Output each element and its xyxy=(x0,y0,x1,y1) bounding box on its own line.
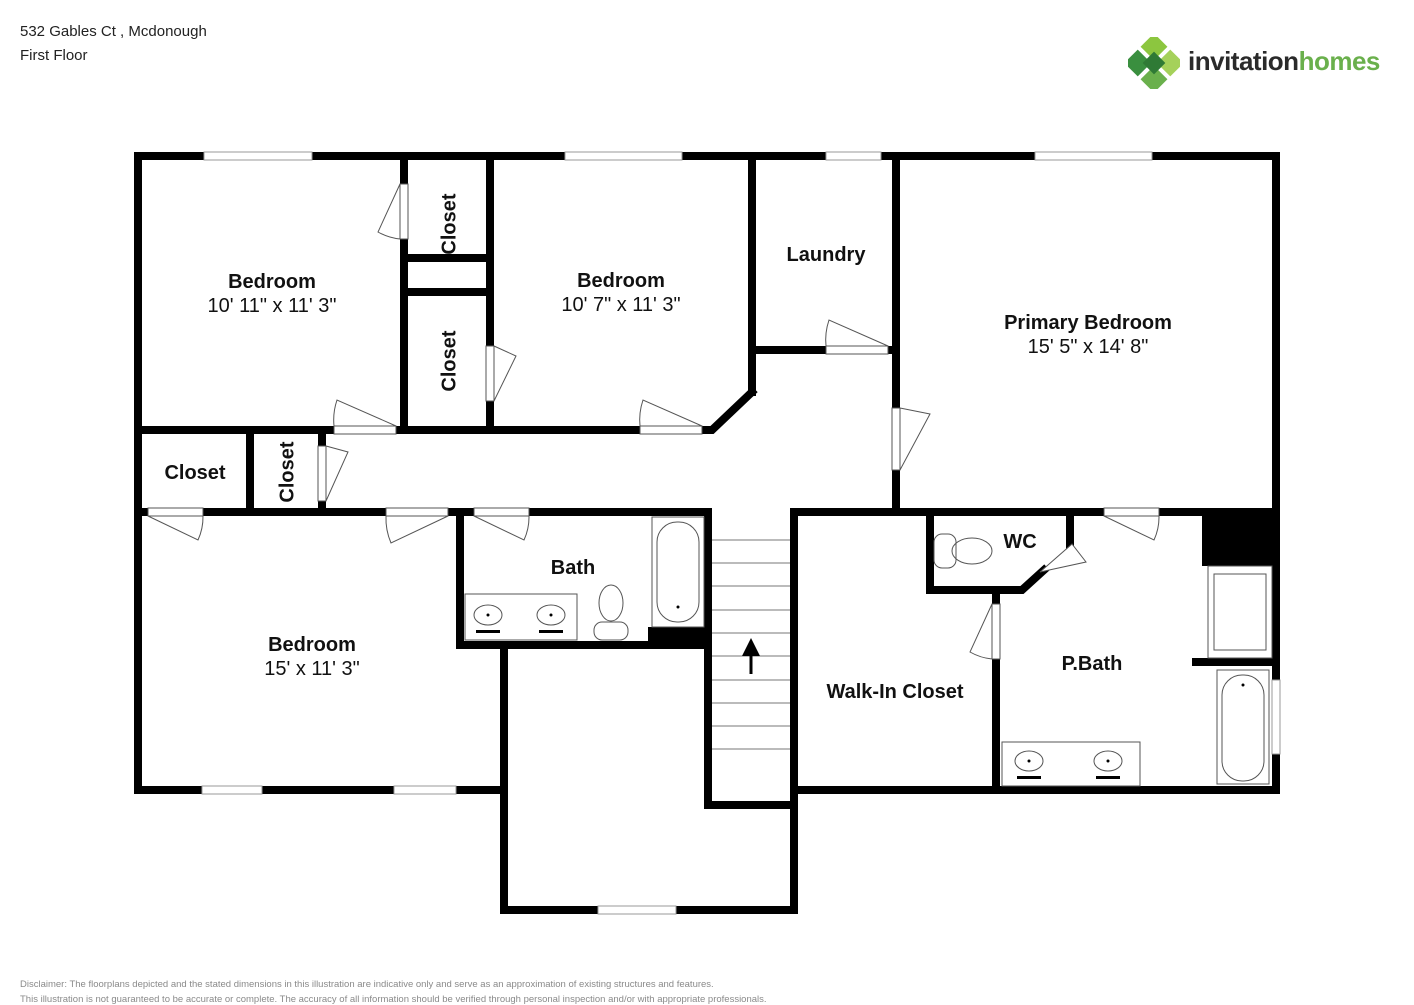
room-closet-linen: Closet xyxy=(276,441,299,503)
room-laundry: Laundry xyxy=(787,243,866,267)
room-name: Bedroom xyxy=(268,634,356,656)
stair-up-arrow-icon xyxy=(742,638,760,674)
logo-text-homes: homes xyxy=(1298,46,1381,76)
room-closet-upper: Closet xyxy=(438,193,461,255)
room-dimensions: 10' 11" x 11' 3" xyxy=(207,295,337,317)
room-name: Bedroom xyxy=(228,271,316,293)
room-name: Walk-In Closet xyxy=(826,681,964,703)
room-primary-bedroom: Primary Bedroom 15' 5" x 14' 8" xyxy=(1004,311,1172,359)
faucet-icons xyxy=(476,605,1245,779)
logo-wordmark: invitationhomes xyxy=(1188,46,1380,77)
floor-label: First Floor xyxy=(20,47,88,64)
room-bedroom-4: Bedroom 15' x 11' 3" xyxy=(264,633,360,681)
room-bedroom-2: Bedroom 10' 11" x 11' 3" xyxy=(208,270,337,318)
room-name: Primary Bedroom xyxy=(1004,312,1172,334)
wall-block xyxy=(648,627,708,647)
doors xyxy=(147,183,1160,660)
room-dimensions: 15' 5" x 14' 8" xyxy=(1027,336,1149,358)
room-wc: WC xyxy=(1003,530,1036,554)
invitation-homes-logo: invitationhomes xyxy=(1124,33,1388,93)
stairs xyxy=(712,539,790,750)
room-walk-in-closet: Walk-In Closet xyxy=(826,680,963,704)
property-address: 532 Gables Ct , Mcdonough xyxy=(20,23,207,40)
disclaimer-line-1: Disclaimer: The floorplans depicted and … xyxy=(20,979,714,990)
room-name: Closet xyxy=(164,462,226,484)
bath-fixtures xyxy=(464,516,1273,787)
windows xyxy=(201,151,1281,915)
logo-text-invitation: invitation xyxy=(1188,46,1299,76)
room-name: Bath xyxy=(550,557,596,579)
room-bath: Bath xyxy=(551,556,595,580)
room-name: WC xyxy=(1003,531,1037,553)
room-bedroom-3: Bedroom 10' 7" x 11' 3" xyxy=(561,269,680,317)
room-dimensions: 10' 7" x 11' 3" xyxy=(561,294,681,316)
wall-block xyxy=(1202,512,1276,566)
room-name: Bedroom xyxy=(577,270,665,292)
room-name: Laundry xyxy=(786,244,866,266)
clover-diamond-logo-icon xyxy=(1124,33,1184,93)
room-closet-lower: Closet xyxy=(438,330,461,392)
room-primary-bath: P.Bath xyxy=(1062,652,1123,676)
room-name: P.Bath xyxy=(1061,653,1123,675)
room-dimensions: 15' x 11' 3" xyxy=(264,658,360,680)
room-closet-hall: Closet xyxy=(164,461,225,485)
